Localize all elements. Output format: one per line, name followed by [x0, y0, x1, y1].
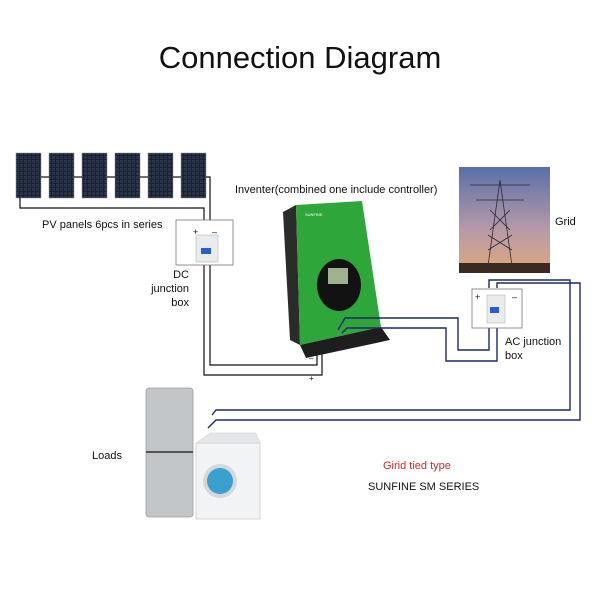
inverter-plus-terminal: +	[309, 374, 314, 383]
dc-junction-label: DC junction box	[139, 268, 189, 310]
refrigerator-icon	[145, 387, 194, 518]
dc-plus-sign: +	[193, 227, 199, 237]
type-label: Girid tied type	[383, 460, 451, 472]
loads-label: Loads	[92, 450, 122, 462]
page-title: Connection Diagram	[158, 40, 442, 75]
solar-panel-icon	[48, 152, 75, 199]
ac-label-line2: box	[505, 350, 523, 362]
dc-label-line1: DC junction	[151, 269, 189, 295]
washing-machine-icon	[195, 432, 261, 520]
inverter: SUNFINE	[283, 201, 390, 358]
pv-label: PV panels 6pcs in series	[42, 219, 163, 231]
ac-wires	[207, 260, 581, 429]
dc-junction-box	[175, 219, 234, 266]
inverter-brand: SUNFINE	[305, 212, 323, 217]
pv-array	[15, 152, 207, 199]
power-tower-icon	[459, 167, 550, 273]
ac-plus-sign: +	[475, 292, 481, 302]
solar-panel-icon	[180, 152, 207, 199]
solar-panel-icon	[147, 152, 174, 199]
series-label: SUNFINE SM SERIES	[368, 481, 480, 493]
dc-minus-sign: –	[212, 227, 218, 237]
grid-label: Grid	[555, 216, 576, 228]
inverter-minus-terminal: –	[309, 354, 314, 363]
ac-label-line1: AC junction	[505, 336, 562, 348]
ac-minus-sign: –	[512, 292, 518, 302]
solar-panel-icon	[114, 152, 141, 199]
display-panel	[317, 259, 361, 311]
inverter-label: Inventer(combined one include controller…	[235, 184, 438, 196]
ac-junction-box	[471, 288, 523, 329]
dc-label-line2: box	[171, 297, 189, 309]
solar-panel-icon	[15, 152, 42, 199]
solar-panel-icon	[81, 152, 108, 199]
ac-junction-label: AC junction box	[505, 335, 561, 363]
